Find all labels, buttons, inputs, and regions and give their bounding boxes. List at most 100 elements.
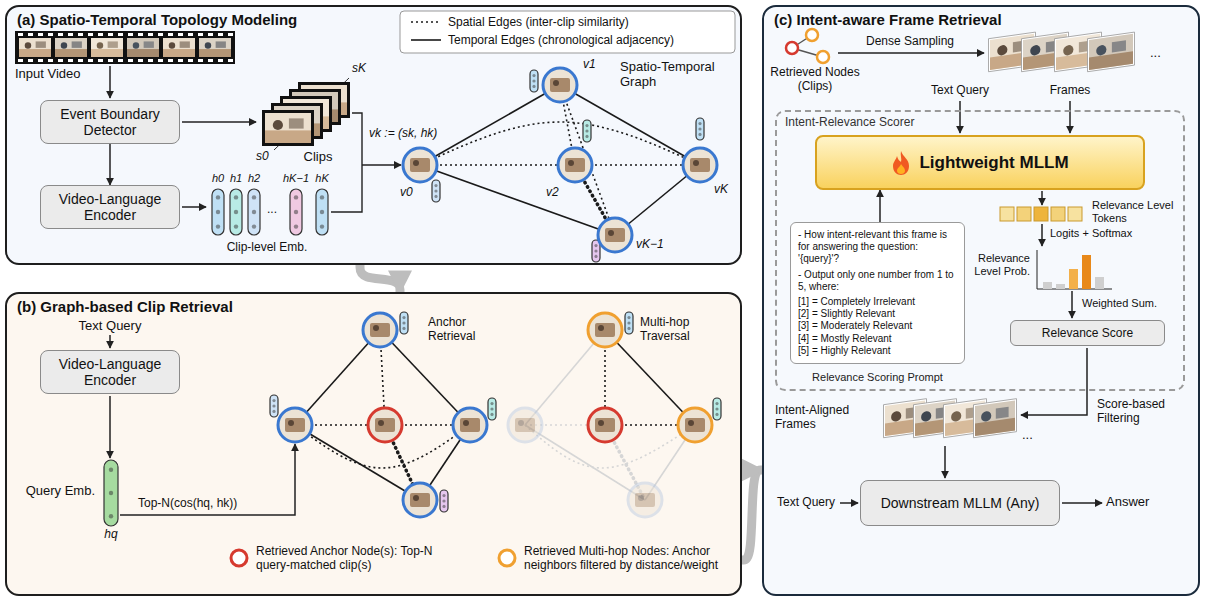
clip-thumbnail: [413, 160, 419, 166]
embedding-vector: [400, 312, 408, 334]
sprocket-hole: [208, 33, 213, 36]
label-box: v0: [400, 186, 413, 200]
prompt-line: [4] = Mostly Relevant: [798, 333, 957, 345]
graph-node: [403, 148, 437, 182]
line-sample: [410, 33, 442, 47]
graph-node: [403, 483, 437, 517]
relevance-token: [1017, 207, 1031, 221]
prompt-line: [2] = Slightly Relevant: [798, 308, 957, 320]
sprocket-hole: [38, 59, 43, 62]
graph-node: [588, 408, 622, 442]
sprocket-hole: [188, 59, 193, 62]
frame-border: [974, 399, 1017, 438]
clip-node: [558, 148, 592, 182]
label-box: hq: [104, 528, 117, 542]
prompt-line: [5] = Highly Relevant: [798, 345, 957, 357]
legend-item: Retrieved Multi-hop Nodes: Anchor neighb…: [496, 544, 732, 573]
embedding-cell: [294, 224, 298, 228]
clip-node: [278, 408, 312, 442]
embedding-cell: [594, 249, 597, 252]
label-box: sK: [352, 62, 366, 76]
arrow-line: [840, 502, 858, 504]
annotation-label: Frames: [1050, 84, 1091, 98]
relevance-token: [1068, 207, 1082, 221]
embedding-vector: [248, 189, 260, 235]
annotation-label: Text Query: [79, 319, 142, 334]
box-label: Video-Language Encoder: [49, 191, 171, 223]
frame-object: [72, 41, 82, 47]
label-box: Clip-level Emb.: [227, 241, 308, 255]
sprocket-hole: [198, 59, 203, 62]
clip-thumbnail: [550, 78, 570, 92]
frame-table: [163, 49, 195, 57]
label-box: hK: [315, 172, 328, 185]
label-box: vK: [714, 183, 728, 197]
frame-table: [19, 49, 51, 57]
legend-item: Retrieved Anchor Node(s): Top-N query-ma…: [228, 544, 468, 573]
label-box: ...: [1022, 428, 1033, 443]
sprocket-hole: [58, 59, 63, 62]
embedding-cell: [585, 135, 588, 138]
arrow-line: [1062, 502, 1102, 504]
node-sample: [228, 547, 250, 569]
flow-arrow: [360, 265, 400, 292]
frame-table: [975, 418, 1015, 436]
sprocket-hole: [18, 33, 23, 36]
label-box: s0: [256, 150, 269, 164]
frame-person: [169, 42, 175, 48]
relevance-token: [1000, 207, 1014, 221]
embedding-cell: [490, 413, 493, 416]
embedding-cell: [434, 189, 437, 192]
embedding-cell: [234, 224, 238, 228]
label-box: Logits + Softmax: [1050, 227, 1132, 240]
retrieved-node: [806, 29, 818, 41]
clip-thumbnail: [553, 80, 559, 86]
clip-node: [628, 483, 662, 517]
video-frame: [975, 400, 1015, 436]
clip-thumbnail: [693, 160, 699, 166]
prompt-line: - How intent-relevant this frame is for …: [798, 229, 957, 266]
label-box: Text Query: [79, 319, 142, 334]
arrow-line: [1069, 101, 1071, 133]
embedding-cell: [627, 327, 630, 330]
embedding-cell: [402, 327, 405, 330]
math-symbol: h2: [248, 172, 260, 185]
frame-person: [1063, 44, 1073, 56]
arrow-line: [362, 164, 401, 166]
sprocket-hole: [68, 33, 73, 36]
math-symbol: hK: [315, 172, 328, 185]
frame-person: [981, 411, 991, 423]
frame-object: [216, 41, 226, 47]
label-box: v2: [546, 186, 559, 200]
label-box: Relevance Level Tokens: [1092, 199, 1180, 224]
sprocket-hole: [128, 59, 133, 62]
box-label: Video-Language Encoder: [49, 356, 171, 388]
video-frame: [91, 38, 123, 57]
label-box: Relevance Level Prob.: [970, 252, 1030, 277]
film-strip: [15, 31, 235, 64]
math-symbol: vk := (sk, hk): [369, 127, 437, 141]
group-box: Intent-Relevance ScorerLightweight MLLM-…: [775, 110, 1185, 391]
line: [1037, 250, 1112, 289]
video-frame: [163, 38, 195, 57]
annotation-label: Text Query: [931, 84, 989, 98]
arrow-line: [109, 396, 111, 458]
embedding-cell: [698, 122, 701, 125]
sprocket-hole: [78, 59, 83, 62]
graph-node: [363, 313, 397, 347]
math-symbol: vK−1: [636, 238, 664, 252]
embedding-vector: [432, 180, 440, 202]
temporal-edge: [525, 330, 605, 425]
sprocket-hole: [48, 33, 53, 36]
frame-person: [133, 42, 139, 48]
embedding-vector: [696, 118, 704, 140]
label-box: Retrieved Nodes (Clips): [767, 66, 863, 94]
label-box: Anchor Retrieval: [428, 316, 500, 344]
graph-node: [508, 408, 542, 442]
sprocket-hole: [108, 33, 113, 36]
math-symbol: hq: [104, 528, 117, 542]
process-box: Downstream MLLM (Any): [860, 480, 1060, 526]
flame-inner: [897, 164, 905, 174]
clip-thumbnail: [598, 420, 604, 426]
embedding-cell: [715, 407, 718, 410]
